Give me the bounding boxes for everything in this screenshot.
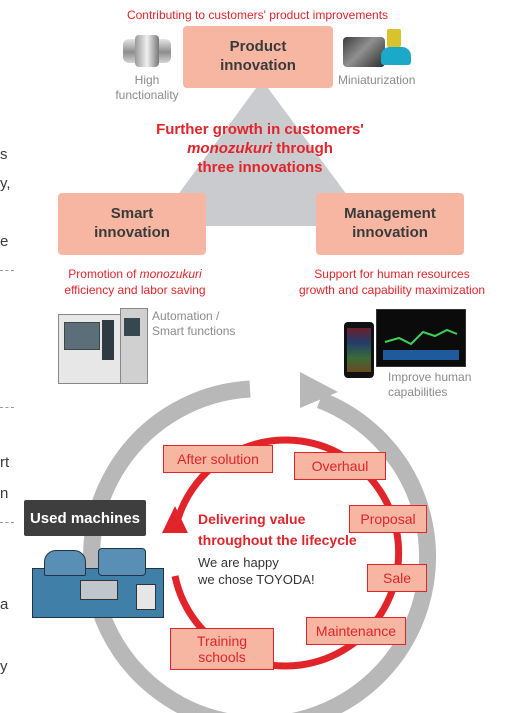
left-edge-fragment-3: e — [0, 233, 9, 250]
automation-machine-photo — [58, 308, 148, 384]
management-caption-line1: Support for human resources — [314, 267, 470, 281]
smart-caption-pre: Promotion of — [68, 267, 140, 281]
automation-line2: Smart functions — [152, 324, 236, 338]
stage-maintenance: Maintenance — [306, 617, 406, 645]
left-edge-divider-2 — [0, 407, 14, 408]
monitor-screen-photo — [376, 309, 466, 367]
smart-line2: innovation — [94, 224, 170, 241]
product-innovation-box: Product innovation — [183, 26, 333, 88]
lifecycle-sub2: we chose TOYODA! — [198, 572, 315, 587]
stage-overhaul: Overhaul — [294, 452, 386, 480]
stage-after-solution: After solution — [163, 445, 273, 473]
management-line1: Management — [344, 205, 436, 223]
left-edge-divider-3 — [0, 522, 14, 523]
lifecycle-headline2: throughout the lifecycle — [198, 532, 357, 548]
high-functionality-line2: functionality — [115, 88, 179, 102]
center-line2-rest: through — [272, 140, 333, 157]
center-line1: Further growth in customers' — [156, 121, 364, 138]
center-line2: monozukuri through — [110, 139, 410, 158]
management-caption: Support for human resources growth and c… — [280, 266, 504, 298]
high-functionality-photo — [121, 33, 173, 69]
lifecycle-headline1: Delivering value — [198, 511, 306, 527]
innovation-triangle — [155, 80, 370, 226]
product-line1: Product — [229, 38, 287, 56]
automation-label: Automation / Smart functions — [152, 309, 235, 339]
product-line2: innovation — [220, 57, 296, 74]
improve-label: Improve human capabilities — [388, 370, 471, 400]
used-machine-photo — [32, 540, 166, 620]
improve-line1: Improve human — [388, 370, 472, 384]
smart-innovation-box: Smart innovation — [58, 193, 206, 255]
lifecycle-sub1: We are happy — [198, 555, 279, 570]
high-functionality-label: High functionality — [104, 73, 190, 103]
automation-line1: Automation / — [152, 309, 220, 323]
miniaturization-photo — [343, 27, 413, 69]
stage-training-line2: schools — [198, 649, 246, 665]
left-edge-fragment-6: a — [0, 596, 9, 613]
left-edge-divider-1 — [0, 270, 14, 271]
smart-line1: Smart — [110, 205, 154, 223]
management-caption-line2: growth and capability maximization — [298, 283, 486, 297]
stage-proposal: Proposal — [349, 505, 427, 533]
left-edge-fragment-4: rt — [0, 454, 10, 471]
red-ring-arrowhead — [162, 506, 188, 533]
stage-sale: Sale — [367, 564, 427, 592]
lifecycle-subtext: We are happy we chose TOYODA! — [198, 554, 315, 588]
miniaturization-label: Miniaturization — [338, 73, 416, 87]
top-caption: Contributing to customers' product impro… — [126, 8, 389, 22]
tablet-device-photo — [344, 322, 374, 378]
stage-training-line1: Training — [196, 632, 248, 649]
smart-caption-line2: efficiency and labor saving — [64, 283, 206, 297]
left-edge-fragment-2: y, — [0, 175, 11, 192]
center-line3: three innovations — [197, 159, 323, 176]
smart-caption-em: monozukuri — [139, 267, 202, 281]
left-edge-fragment-7: y — [0, 658, 8, 675]
management-line2: innovation — [352, 224, 428, 241]
left-edge-fragment-5: n — [0, 485, 9, 502]
center-line2-em: monozukuri — [187, 140, 273, 157]
stage-training-schools: Training schools — [170, 628, 274, 670]
gray-ring-arrowhead — [300, 372, 338, 408]
improve-line2: capabilities — [388, 385, 448, 399]
used-machines-label: Used machines — [24, 500, 146, 536]
lifecycle-headline: Delivering value throughout the lifecycl… — [198, 509, 357, 551]
left-edge-fragment-1: s — [0, 146, 8, 163]
smart-caption: Promotion of monozukuri efficiency and l… — [45, 266, 225, 298]
center-headline: Further growth in customers' monozukuri … — [110, 120, 410, 177]
smart-caption-line1: Promotion of monozukuri — [45, 266, 225, 282]
management-innovation-box: Management innovation — [316, 193, 464, 255]
high-functionality-line1: High — [134, 73, 160, 87]
